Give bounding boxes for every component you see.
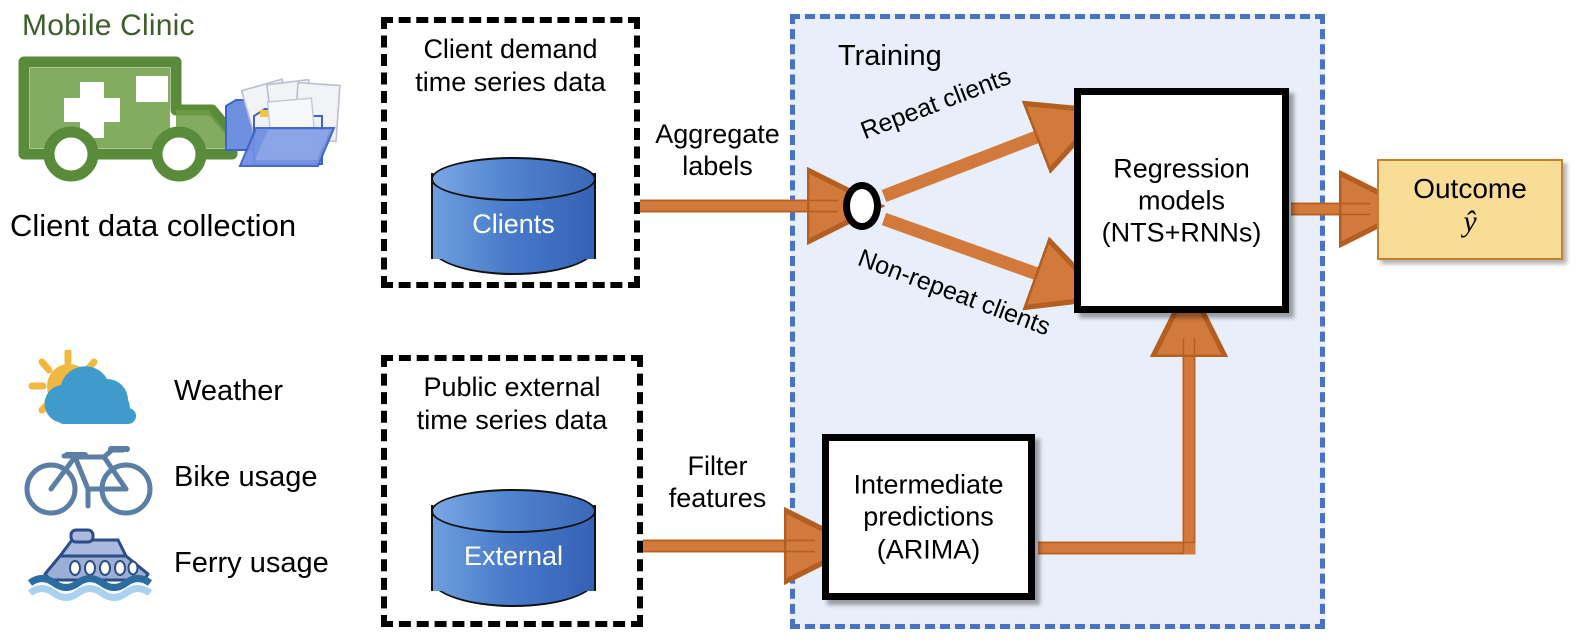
outcome-yhat-symbol: ŷ (1463, 205, 1477, 239)
intermediate-predictions-text: Intermediate predictions (ARIMA) (829, 468, 1028, 565)
regression-models-box: Regression models (NTS+RNNs) (1074, 88, 1289, 313)
cylinder-top (431, 157, 596, 201)
client-demand-title-line2: time series data (415, 66, 606, 97)
aggregate-labels-line2: labels (682, 151, 753, 182)
outcome-label: Outcome (1413, 173, 1527, 204)
regression-line2: models (1137, 185, 1226, 216)
outcome-box: Outcome ŷ (1377, 159, 1563, 260)
clients-cylinder-label: Clients (472, 209, 555, 239)
public-external-title-line1: Public external (423, 372, 601, 402)
client-split-node (843, 182, 881, 230)
feature-label-bike: Bike usage (174, 460, 318, 493)
external-feature-list: Weather Bike usage (20, 348, 370, 606)
public-external-title-line2: time series data (416, 404, 608, 435)
client-demand-title-line1: Client demand (423, 34, 598, 64)
training-region-label: Training (838, 40, 942, 72)
bicycle-icon (20, 436, 160, 518)
feature-label-ferry: Ferry usage (174, 546, 329, 579)
feature-row-ferry: Ferry usage (20, 520, 370, 606)
intermediate-line2: predictions (863, 501, 994, 532)
regression-line3: (NTS+RNNs) (1101, 217, 1262, 248)
document-folders-icon (225, 78, 341, 167)
client-data-collection-caption: Client data collection (10, 208, 297, 243)
feature-row-bike: Bike usage (20, 434, 370, 520)
intermediate-predictions-box: Intermediate predictions (ARIMA) (822, 434, 1035, 600)
mobile-clinic-van-icon (18, 56, 238, 182)
regression-models-text: Regression models (NTS+RNNs) (1081, 152, 1282, 249)
clients-database-cylinder: Clients (431, 157, 596, 275)
regression-line1: Regression (1113, 152, 1250, 183)
external-database-cylinder: External (431, 489, 596, 607)
mobile-clinic-title: Mobile Clinic (22, 9, 195, 42)
sun-cloud-weather-icon (20, 348, 160, 432)
public-external-data-title: Public external time series data (387, 371, 637, 437)
client-demand-data-box: Client demand time series data Clients (381, 17, 640, 288)
filter-features-line1: Filter (687, 451, 748, 481)
mobile-clinic-illustration (16, 48, 376, 198)
intermediate-line3: (ARIMA) (876, 534, 981, 565)
aggregate-labels-line1: Aggregate (655, 119, 780, 149)
filter-features-line2: features (668, 483, 767, 514)
ferry-boat-icon (20, 522, 160, 604)
external-cylinder-label: External (463, 541, 564, 571)
cylinder-top (431, 489, 596, 533)
aggregate-labels-edge-label: Aggregate labels (645, 118, 790, 183)
feature-label-weather: Weather (174, 374, 284, 407)
feature-row-weather: Weather (20, 348, 370, 434)
public-external-data-box: Public external time series data Externa… (381, 355, 643, 627)
filter-features-edge-label: Filter features (655, 450, 780, 515)
intermediate-line1: Intermediate (853, 469, 1004, 500)
client-demand-data-title: Client demand time series data (387, 33, 634, 99)
outcome-text: Outcome ŷ (1379, 173, 1561, 240)
